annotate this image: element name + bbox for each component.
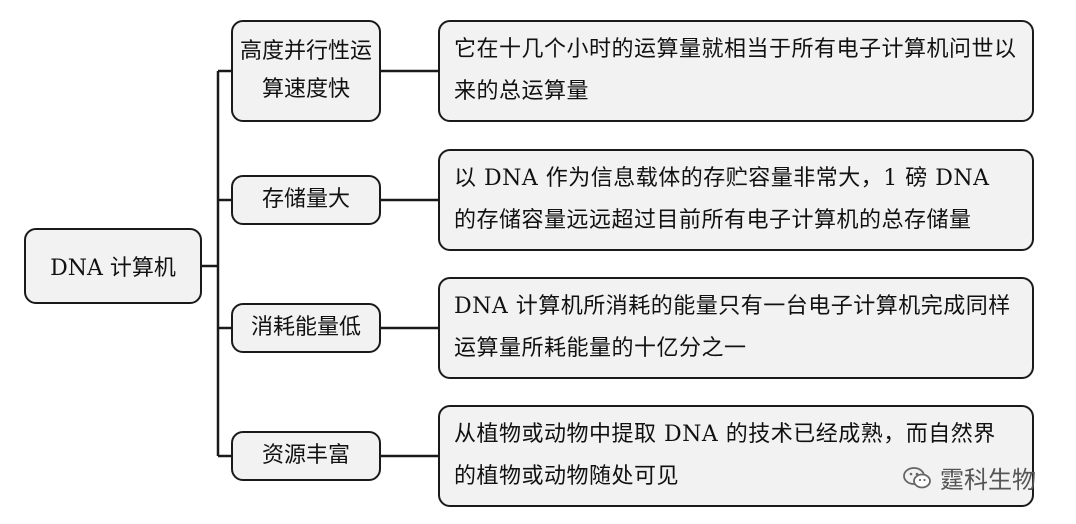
branch-label: 高度并行性运算速度快 xyxy=(239,39,372,102)
branch-desc-resources: 从植物或动物中提取 DNA 的技术已经成熟，而自然界的植物或动物随处可见 xyxy=(438,405,1034,507)
branch-node-storage: 存储量大 xyxy=(231,175,381,225)
branch-desc: 它在十几个小时的运算量就相当于所有电子计算机问世以来的总运算量 xyxy=(454,37,1017,104)
branch-desc-energy: DNA 计算机所消耗的能量只有一台电子计算机完成同样运算量所耗能量的十亿分之一 xyxy=(438,277,1034,379)
branch-desc-storage: 以 DNA 作为信息载体的存贮容量非常大，1 磅 DNA 的存储容量远远超过目前… xyxy=(438,149,1034,251)
branch-label: 存储量大 xyxy=(261,187,350,212)
branch-node-resources: 资源丰富 xyxy=(231,431,381,481)
root-label: DNA 计算机 xyxy=(50,256,176,281)
wechat-icon xyxy=(903,466,931,488)
watermark: 霆科生物 xyxy=(902,460,1036,495)
branch-node-parallelism: 高度并行性运算速度快 xyxy=(231,20,381,122)
branch-desc-parallelism: 它在十几个小时的运算量就相当于所有电子计算机问世以来的总运算量 xyxy=(438,20,1034,122)
branch-desc: 从植物或动物中提取 DNA 的技术已经成熟，而自然界的植物或动物随处可见 xyxy=(454,422,996,489)
branch-desc: DNA 计算机所消耗的能量只有一台电子计算机完成同样运算量所耗能量的十亿分之一 xyxy=(454,294,1011,361)
branch-node-energy: 消耗能量低 xyxy=(231,303,381,353)
watermark-text: 霆科生物 xyxy=(940,466,1036,494)
branch-label: 资源丰富 xyxy=(261,443,350,468)
branch-label: 消耗能量低 xyxy=(250,315,361,340)
branch-desc: 以 DNA 作为信息载体的存贮容量非常大，1 磅 DNA 的存储容量远远超过目前… xyxy=(454,166,990,233)
root-node: DNA 计算机 xyxy=(24,228,202,304)
